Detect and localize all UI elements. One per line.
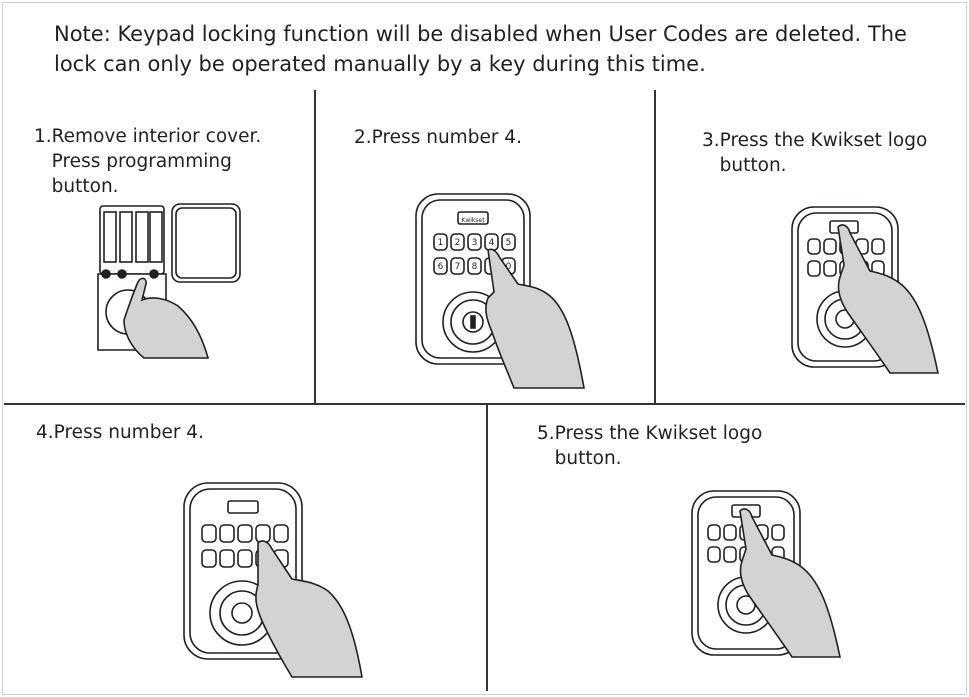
step-text: Press the Kwikset logo button.	[719, 130, 928, 176]
step-3-caption: 3.Press the Kwikset logo button.	[702, 128, 927, 178]
key-button	[433, 233, 448, 251]
svg-text:0: 0	[506, 262, 512, 272]
svg-text:2: 2	[455, 238, 461, 248]
hand-icon	[837, 224, 939, 374]
hand-icon	[255, 540, 363, 678]
programming-button	[101, 269, 111, 279]
battery	[103, 211, 117, 263]
hand-icon	[739, 508, 841, 658]
svg-text:3: 3	[472, 238, 478, 248]
svg-text:4: 4	[489, 238, 495, 248]
step-4-caption: 4.Press number 4.	[36, 420, 204, 445]
step-text: Press the Kwikset logo button.	[554, 423, 763, 469]
step-text: Press number 4.	[371, 127, 522, 148]
divider-vertical-2	[654, 90, 656, 403]
step-number: 2.	[354, 127, 372, 148]
divider-horizontal	[4, 403, 965, 405]
svg-text:5: 5	[506, 238, 512, 248]
keypad-illustration	[691, 490, 841, 658]
keypad-illustration: Kwikset 12 34 56 78 90	[415, 193, 585, 389]
step-number: 4.	[36, 422, 54, 443]
step-number: 1.	[34, 126, 52, 147]
step-1-caption: 1.Remove interior cover. Press programmi…	[34, 124, 261, 199]
step-number: 3.	[702, 130, 720, 151]
svg-text:8: 8	[472, 262, 478, 272]
kwikset-logo-button	[457, 211, 489, 225]
interior-cover	[171, 203, 241, 283]
keypad-illustration	[183, 482, 363, 678]
logo-text: Kwikset	[461, 217, 485, 224]
step-text: Remove interior cover. Press programming…	[51, 126, 262, 197]
note-text: Note: Keypad locking function will be di…	[54, 22, 907, 76]
step-number: 5.	[537, 423, 555, 444]
battery	[135, 211, 149, 263]
keypad-illustration	[791, 206, 939, 374]
step-2-caption: 2.Press number 4.	[354, 125, 522, 150]
hand-icon	[485, 248, 585, 389]
divider-vertical-1	[314, 90, 316, 403]
keyhole-icon	[231, 602, 253, 624]
battery	[119, 211, 133, 263]
step-text: Press number 4.	[53, 422, 204, 443]
hand-icon	[123, 277, 210, 359]
divider-vertical-3	[486, 404, 488, 691]
kwikset-logo-button	[227, 500, 259, 514]
step-5-caption: 5.Press the Kwikset logo button.	[537, 421, 762, 471]
svg-text:6: 6	[438, 262, 444, 272]
interior-unit-illustration	[97, 203, 241, 359]
battery	[149, 211, 163, 263]
svg-text:1: 1	[438, 238, 444, 248]
svg-text:7: 7	[455, 262, 461, 272]
